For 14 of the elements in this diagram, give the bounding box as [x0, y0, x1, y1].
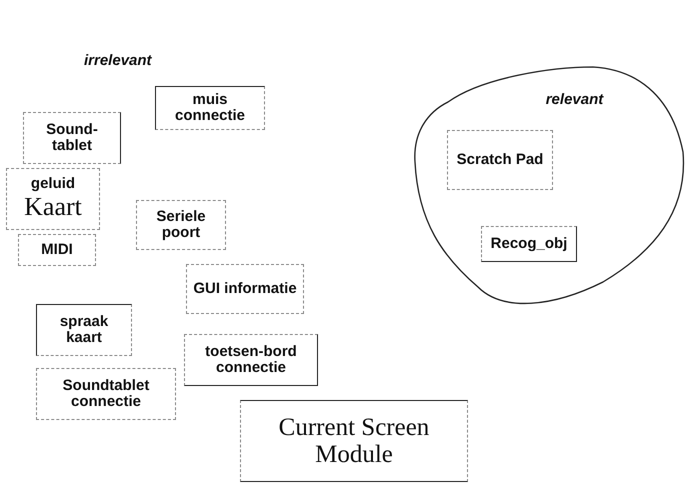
module-box: Sound-tablet: [23, 112, 121, 164]
module-box: geluid Kaart: [6, 168, 100, 230]
module-box: GUI informatie: [186, 264, 304, 314]
module-box: toetsen-bord connectie: [184, 334, 318, 386]
module-box: Recog_obj: [481, 226, 577, 262]
module-box: Seriele poort: [136, 200, 226, 250]
module-box: Soundtablet connectie: [36, 368, 176, 420]
group-title: relevant: [544, 92, 605, 108]
module-box: spraak kaart: [36, 304, 132, 356]
module-box: Scratch Pad: [447, 130, 553, 190]
module-box: MIDI: [18, 234, 96, 266]
module-box: Current Screen Module: [240, 400, 468, 482]
group-title: irrelevant: [84, 52, 152, 69]
module-box: muis connectie: [155, 86, 265, 130]
